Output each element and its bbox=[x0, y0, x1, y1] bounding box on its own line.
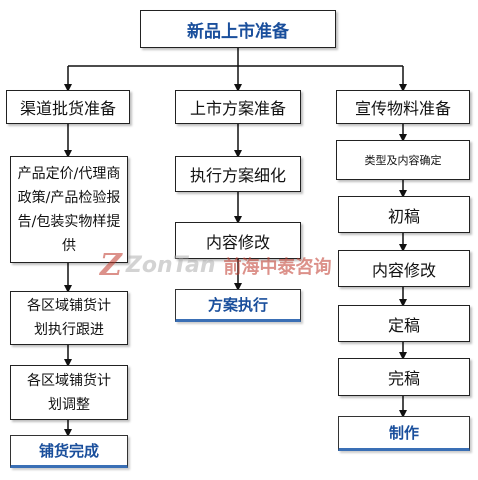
root-label: 新品上市准备 bbox=[187, 21, 289, 42]
branch-header-launch-plan: 上市方案准备 bbox=[175, 90, 301, 124]
branch-header-label: 宣传物料准备 bbox=[354, 99, 451, 118]
step-region-plan-adjust: 各区域铺货计划调整 bbox=[10, 365, 128, 420]
step-label: 内容修改 bbox=[205, 232, 270, 252]
step-label: 各区域铺货计划执行跟进 bbox=[27, 298, 111, 338]
result-plan-execute: 方案执行 bbox=[175, 289, 301, 322]
step-content-revise: 内容修改 bbox=[175, 222, 301, 259]
step-label: 完稿 bbox=[387, 369, 420, 388]
step-finalize: 定稿 bbox=[338, 305, 470, 342]
result-label: 铺货完成 bbox=[38, 442, 99, 460]
step-label: 初稿 bbox=[387, 206, 420, 226]
result-label: 制作 bbox=[388, 424, 419, 442]
result-distribution-complete: 铺货完成 bbox=[10, 435, 128, 468]
step-content-revise-promo: 内容修改 bbox=[338, 250, 470, 287]
step-label: 各区域铺货计划调整 bbox=[27, 372, 111, 413]
branch-header-label: 渠道批货准备 bbox=[19, 99, 116, 118]
step-label: 类型及内容确定 bbox=[364, 154, 442, 167]
root-node: 新品上市准备 bbox=[140, 10, 336, 48]
step-plan-refine: 执行方案细化 bbox=[175, 156, 301, 192]
step-label: 执行方案细化 bbox=[189, 166, 286, 185]
step-region-plan-followup: 各区域铺货计划执行跟进 bbox=[10, 291, 128, 345]
branch-header-channel: 渠道批货准备 bbox=[6, 90, 130, 124]
step-label: 内容修改 bbox=[371, 260, 436, 280]
step-label: 定稿 bbox=[387, 315, 420, 335]
result-label: 方案执行 bbox=[207, 296, 268, 314]
step-first-draft: 初稿 bbox=[338, 196, 470, 233]
step-complete-draft: 完稿 bbox=[338, 358, 470, 396]
branch-header-label: 上市方案准备 bbox=[189, 99, 286, 118]
step-label: 产品定价/代理商政策/产品检验报告/包装实物样提供 bbox=[17, 165, 121, 254]
step-pricing-policy: 产品定价/代理商政策/产品检验报告/包装实物样提供 bbox=[10, 156, 128, 263]
result-produce: 制作 bbox=[338, 416, 470, 451]
branch-header-promo-material: 宣传物料准备 bbox=[336, 90, 470, 124]
step-type-content: 类型及内容确定 bbox=[336, 140, 470, 180]
